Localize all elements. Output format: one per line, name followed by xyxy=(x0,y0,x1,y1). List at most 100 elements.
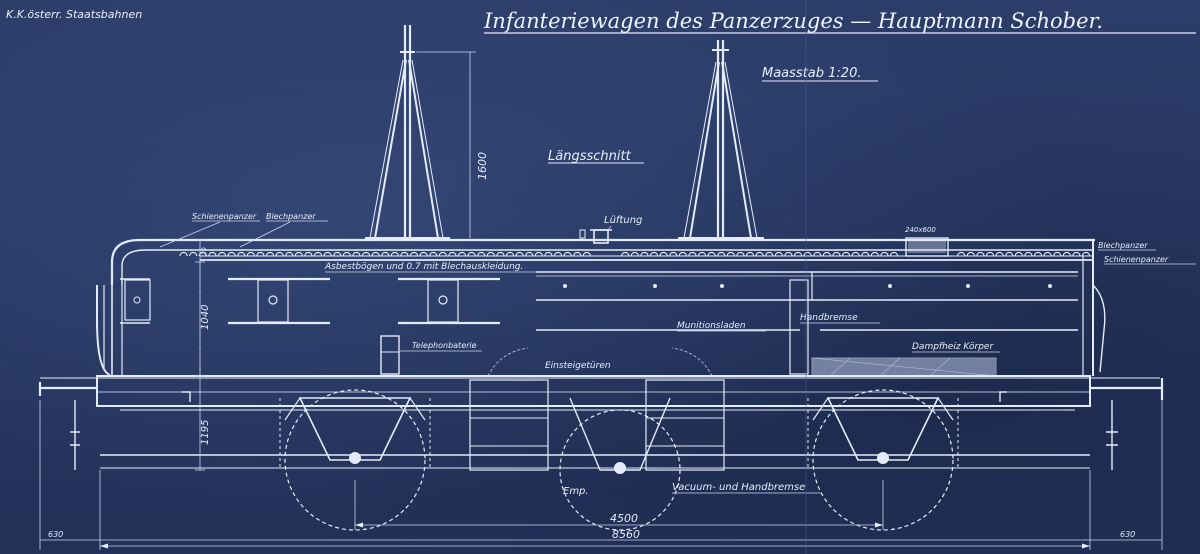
vent-label: Lüftung xyxy=(604,215,642,226)
drawing-title: Infanteriewagen des Panzerzuges — Hauptm… xyxy=(483,9,1103,33)
roof-arch xyxy=(563,251,572,257)
roof-arch xyxy=(313,251,323,257)
label-einsteigturen: Einsteigetüren xyxy=(545,361,611,371)
roof-arch xyxy=(381,251,390,257)
roof-arch xyxy=(486,251,495,257)
overhang-left-dim: 630 xyxy=(48,530,63,539)
roof-arch xyxy=(803,251,812,257)
label-munitionsladen: Munitionsladen xyxy=(677,321,746,331)
svg-text:1195: 1195 xyxy=(200,420,211,445)
roof-arch xyxy=(688,251,697,257)
label-asbest: Asbestbögen und 0.7 mit Blechauskleidung… xyxy=(324,262,523,272)
roof-arch xyxy=(342,251,351,257)
svg-text:20: 20 xyxy=(201,247,208,255)
roof-arch xyxy=(544,251,553,257)
roof-arch xyxy=(409,251,419,257)
roof-arch xyxy=(851,251,860,257)
roof-arch xyxy=(477,251,486,257)
roof-arch xyxy=(880,251,889,257)
roof-arch xyxy=(419,251,428,257)
roof-arch xyxy=(304,251,313,257)
interior-left xyxy=(120,277,500,375)
svg-text:1600: 1600 xyxy=(476,152,489,180)
roof-arch xyxy=(995,251,1004,257)
roof-arch xyxy=(976,251,985,257)
label-telephon: Telephonbaterie xyxy=(412,341,477,350)
wheel-left xyxy=(279,389,431,531)
roof-arch xyxy=(208,251,217,257)
roof-arch xyxy=(371,251,380,257)
roof-arch xyxy=(467,251,476,257)
roof-arch xyxy=(1043,251,1052,257)
roof-arch xyxy=(669,251,678,257)
roof-arch xyxy=(352,251,361,257)
roof-arch xyxy=(237,251,246,257)
scale-label: Maasstab 1:20. xyxy=(762,66,861,81)
roof-arch xyxy=(793,251,803,257)
label-vacuum: Vacuum- und Handbremse xyxy=(672,482,805,493)
roof-arch xyxy=(649,251,659,257)
roof-arch xyxy=(275,251,284,257)
roof-arch xyxy=(189,251,198,257)
roof-arch xyxy=(448,251,457,257)
label-handbremse: Handbremse xyxy=(800,313,858,323)
roof-arch xyxy=(256,251,265,257)
ventilation-cap: Lüftung xyxy=(579,215,642,244)
roof-arch xyxy=(496,251,505,257)
roof-arch xyxy=(1014,251,1023,257)
roof-arch xyxy=(1033,251,1043,257)
roof-arch xyxy=(294,251,303,257)
label-blechpanzer-left: Blechpanzer xyxy=(266,212,316,221)
car-body xyxy=(96,238,1106,376)
roof-arch xyxy=(217,251,227,257)
vertical-dimensions: 20 1040 1195 xyxy=(195,239,211,471)
label-blechpanzer-right: Blechpanzer xyxy=(1098,241,1148,250)
roof-arch xyxy=(841,251,851,257)
roof-arch xyxy=(582,251,591,257)
roof-arch xyxy=(1005,251,1014,257)
roof-arch xyxy=(1024,251,1033,257)
roof-arch xyxy=(333,251,342,257)
overhang-right-dim: 630 xyxy=(1120,530,1135,539)
roof-arch xyxy=(707,251,716,257)
roof-arch xyxy=(361,251,371,257)
roof-arch xyxy=(630,251,639,257)
railway-name: K.K.österr. Staatsbahnen xyxy=(6,8,142,21)
svg-text:240x600: 240x600 xyxy=(905,226,936,234)
roof-arch xyxy=(400,251,409,257)
mast-left xyxy=(365,25,450,240)
total-length-dim: 8560 xyxy=(612,528,640,541)
roof-arch xyxy=(765,251,774,257)
roof-arch xyxy=(198,251,207,257)
roof-arch xyxy=(438,251,447,257)
roof-arch xyxy=(861,251,870,257)
roof-arch xyxy=(1062,251,1071,257)
roof-arch xyxy=(553,251,563,257)
roof-armor-pattern xyxy=(179,251,1091,257)
wheelbase-dim: 4500 xyxy=(610,512,638,525)
roof-arch xyxy=(573,251,582,257)
roof-arch xyxy=(621,251,630,257)
roof-arch xyxy=(678,251,687,257)
label-schienenpanzer-right: Schienenpanzer xyxy=(1104,255,1169,264)
roof-arch xyxy=(736,251,745,257)
svg-text:1040: 1040 xyxy=(200,305,211,330)
roof-arch xyxy=(534,251,543,257)
roof-arch xyxy=(813,251,822,257)
roof-arch xyxy=(832,251,841,257)
roof-arch xyxy=(726,251,735,257)
interior-right xyxy=(536,271,1078,377)
roof-arch xyxy=(246,251,255,257)
wheel-right xyxy=(807,389,959,531)
roof-arch xyxy=(774,251,783,257)
roof-arch xyxy=(323,251,332,257)
roof-arch xyxy=(755,251,764,257)
roof-arch xyxy=(515,251,524,257)
underframe xyxy=(38,375,1164,471)
roof-arch xyxy=(1081,251,1091,257)
roof-arch xyxy=(1053,251,1062,257)
roof-arch xyxy=(985,251,995,257)
wheel-center xyxy=(559,397,681,531)
roof-arch xyxy=(659,251,668,257)
